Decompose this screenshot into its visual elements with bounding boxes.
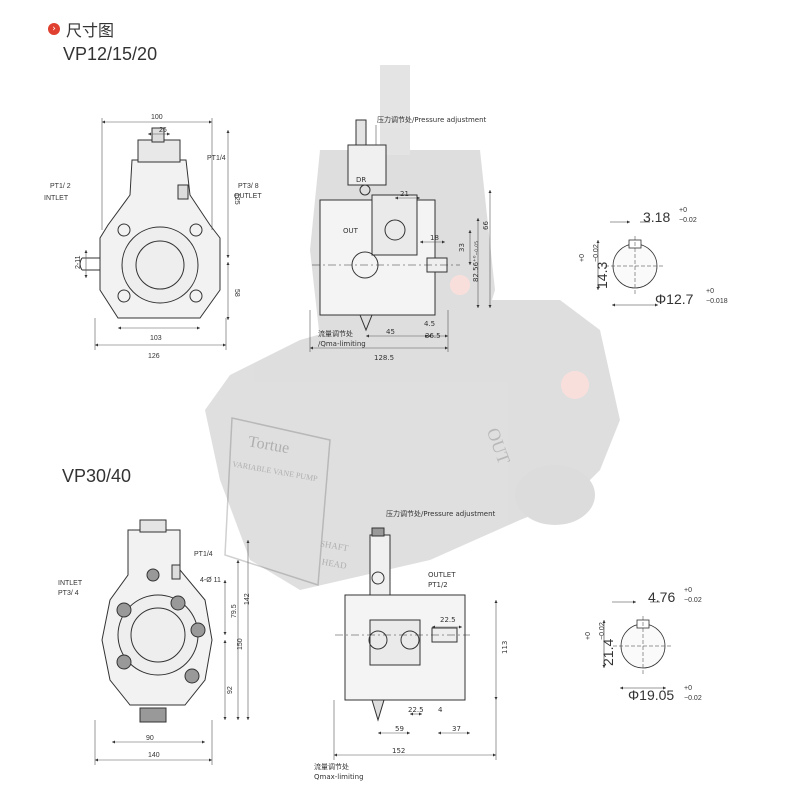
plate-head-text: HEAD (321, 557, 348, 571)
dim-2-11: 2-11 (75, 255, 82, 269)
vp30-front-view (101, 519, 213, 723)
vp30-front-labels: PT1/4 4-Ø 11 INTLET PT3/ 4 79.5 142 150 … (58, 551, 251, 759)
dim-26: 26 (159, 127, 167, 134)
outlet-label-2: OUTLET (234, 193, 262, 200)
svg-text:+0: +0 (684, 685, 692, 692)
vp30-side-labels: 压力调节处/Pressure adjustment OUTLET PT1/2 2… (314, 509, 509, 781)
dim-125: 125 (233, 193, 240, 205)
key-height-b: 21.4 (600, 639, 616, 666)
dim-82-56: 82.56⁺⁰₋₀.₀₅ (472, 241, 480, 282)
dim-37: 37 (452, 725, 461, 733)
dim-58: 58 (233, 289, 240, 297)
vp12-side-dimensions (309, 125, 492, 352)
vp12-side-view (312, 119, 460, 332)
model-label-bottom: VP30/40 (62, 466, 132, 486)
dim-33: 33 (458, 243, 466, 252)
dim-92: 92 (227, 686, 234, 694)
dim-59: 59 (395, 725, 404, 733)
vp30-side-view (335, 527, 470, 722)
flow-limit-label-1: 流量调节处 (318, 329, 353, 338)
dim-holes: 4-Ø 11 (200, 577, 221, 584)
dim-150: 150 (237, 638, 244, 650)
svg-text:−0.02: −0.02 (599, 622, 606, 640)
flow-limit-label-2: /Qma-limiting (318, 340, 366, 348)
pressure-adjust-label-b: 压力调节处/Pressure adjustment (386, 509, 496, 518)
svg-text:−0.02: −0.02 (679, 217, 697, 224)
dim-pt14: PT1/4 (207, 155, 226, 162)
shaft-diameter: Φ12.7 (655, 291, 694, 307)
dim-pt14-b: PT1/4 (194, 551, 213, 558)
dim-21: 21 (400, 190, 409, 198)
outlet-label-b1: OUTLET (428, 571, 456, 579)
shaft-diameter-b: Φ19.05 (628, 687, 674, 703)
vp30-shaft-detail (602, 600, 673, 690)
dr-label: DR (356, 176, 366, 184)
dim-79-5: 79.5 (231, 604, 238, 618)
dim-140: 140 (148, 752, 160, 759)
dim-36-5: 36.5 (425, 332, 441, 340)
dim-152: 152 (392, 747, 405, 755)
pressure-adjust-label: 压力调节处/Pressure adjustment (377, 115, 487, 124)
brand-text: Tortue (247, 433, 291, 457)
dim-4: 4 (438, 706, 443, 714)
dim-18: 18 (430, 234, 439, 242)
dim-22-5: 22.5 (440, 616, 456, 624)
inlet-label-2: INTLET (44, 195, 69, 202)
vp12-front-dimensions (84, 118, 230, 350)
vp30-front-dimensions (94, 540, 250, 765)
dim-113: 113 (501, 641, 509, 654)
vp30-shaft-labels: 4.76 +0 −0.02 21.4 +0 −0.02 Φ19.05 +0 −0… (585, 587, 702, 703)
outlet-label: PT3/ 8 (238, 183, 259, 190)
svg-text:+0: +0 (579, 254, 586, 262)
inlet-label-b2: PT3/ 4 (58, 590, 79, 597)
svg-text:−0.02: −0.02 (593, 244, 600, 262)
svg-text:−0.02: −0.02 (684, 695, 702, 702)
key-width-b: 4.76 (648, 589, 675, 605)
dim-142: 142 (244, 593, 251, 605)
flow-limit-label-b2: Qmax-limiting (314, 773, 364, 781)
inlet-label: PT1/ 2 (50, 183, 71, 190)
svg-text:+0: +0 (684, 587, 692, 594)
out-label: OUT (343, 227, 359, 235)
dim-128-5: 128.5 (374, 354, 394, 362)
svg-text:+0: +0 (706, 288, 714, 295)
key-width: 3.18 (643, 209, 670, 225)
vp12-front-view (79, 127, 221, 319)
section-title-text: 尺寸图 (66, 21, 115, 40)
dim-22-5b: 22.5 (408, 706, 424, 714)
svg-text:+0: +0 (679, 207, 687, 214)
flow-limit-label-b1: 流量调节处 (314, 762, 349, 771)
svg-text:+0: +0 (585, 632, 592, 640)
dim-66: 66 (482, 221, 490, 230)
plate-shaft-text: SHAFT (319, 538, 349, 553)
model-label-top: VP12/15/20 (63, 44, 158, 64)
vp12-shaft-labels: 3.18 +0 −0.02 14.3 +0 −0.02 Φ12.7 +0 −0.… (579, 207, 728, 307)
key-height: 14.3 (594, 262, 610, 289)
section-title: › 尺寸图 (48, 17, 114, 41)
svg-text:−0.018: −0.018 (706, 298, 728, 305)
vp12-shaft-detail (596, 220, 665, 307)
dim-45: 45 (386, 328, 395, 336)
vp12-front-labels: 100 26 PT1/4 125 58 103 126 2-11 PT1/ 2 … (44, 114, 262, 360)
outlet-label-b2: PT1/2 (428, 581, 448, 589)
dim-90: 90 (146, 735, 154, 742)
inlet-label-b1: INTLET (58, 580, 83, 587)
vp12-side-labels: 压力调节处/Pressure adjustment DR OUT 21 18 3… (318, 115, 490, 362)
dim-126: 126 (148, 353, 160, 360)
chevron-right-icon: › (48, 23, 60, 35)
svg-text:−0.02: −0.02 (684, 597, 702, 604)
dim-100: 100 (151, 114, 163, 121)
vp30-side-dimensions (333, 600, 498, 760)
dim-4-5: 4.5 (424, 320, 435, 328)
dim-103: 103 (150, 335, 162, 342)
